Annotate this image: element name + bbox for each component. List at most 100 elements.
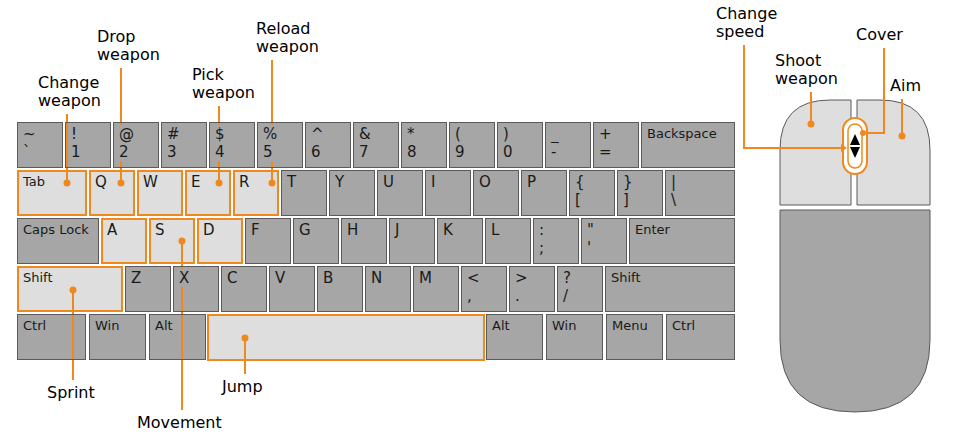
keyboard-key: &7: [353, 122, 399, 168]
callout-label: Aim: [890, 77, 921, 95]
key-fill: [17, 218, 99, 264]
key-fill: [89, 314, 146, 360]
keyboard-key: B: [317, 266, 363, 312]
keyboard-key: $4: [209, 122, 255, 168]
keyboard-key: U: [377, 170, 423, 216]
leader-dot: [179, 238, 186, 245]
key-fill: [473, 170, 519, 216]
keyboard-key: S: [149, 218, 195, 264]
space-bar: [208, 315, 484, 360]
key-legend: :: [538, 221, 545, 239]
key-fill: [137, 170, 183, 216]
key-legend: `: [22, 143, 32, 161]
key-fill: [629, 218, 735, 264]
key-fill: [581, 218, 627, 264]
keyboard-key: Q: [89, 170, 135, 216]
keyboard-key: V: [269, 266, 315, 312]
key-legend: 6: [310, 143, 322, 161]
key-fill: [257, 122, 303, 168]
key-fill: [329, 170, 375, 216]
keyboard-key: ^6: [305, 122, 351, 168]
keyboard-key: !1: [65, 122, 111, 168]
leader-arrowhead: [841, 144, 847, 152]
key-fill: [209, 122, 255, 168]
keyboard-key: :;: [533, 218, 579, 264]
leader-dot: [118, 180, 125, 187]
key-legend: 1: [70, 143, 82, 161]
key-legend: M: [418, 269, 433, 287]
key-legend: Ctrl: [22, 317, 47, 335]
key-legend: L: [490, 221, 500, 239]
key-legend: 0: [502, 143, 514, 161]
key-legend: .: [514, 287, 521, 305]
key-fill: [197, 218, 243, 264]
keyboard-key: Z: [125, 266, 171, 312]
key-fill: [401, 122, 447, 168]
keyboard-key: Ctrl: [666, 314, 735, 360]
key-legend: F: [250, 221, 261, 239]
key-legend: ,: [466, 287, 473, 305]
wheel-arrow-down: [850, 147, 860, 158]
callout-label: Shoot weapon: [775, 52, 850, 88]
keyboard-key: X: [173, 266, 219, 312]
keyboard-key: T: [281, 170, 327, 216]
key-legend: Alt: [491, 317, 511, 335]
key-legend: }: [622, 173, 634, 191]
mouse-wheel-inner: [848, 124, 862, 168]
key-legend: #: [166, 125, 181, 143]
key-legend: A: [106, 221, 118, 239]
key-fill: [485, 218, 531, 264]
keyboard-key: L: [485, 218, 531, 264]
key-legend: 2: [118, 143, 130, 161]
key-legend: X: [178, 269, 190, 287]
keyboard-key: (9: [449, 122, 495, 168]
key-fill: [317, 266, 363, 312]
key-fill: [641, 122, 735, 168]
keyboard-key: W: [137, 170, 183, 216]
leader-line: [72, 290, 74, 380]
leader-dot: [808, 121, 815, 128]
key-legend: G: [298, 221, 312, 239]
callout-label: Cover: [856, 26, 903, 44]
key-legend: (: [454, 125, 462, 143]
leader-line: [810, 92, 812, 124]
key-legend: 8: [406, 143, 418, 161]
key-legend: Menu: [611, 317, 649, 335]
leader-line: [66, 114, 68, 183]
keyboard-key: >.: [509, 266, 555, 312]
leader-dot: [269, 180, 276, 187]
key-legend: &: [358, 125, 372, 143]
key-legend: 7: [358, 143, 370, 161]
key-fill: [341, 218, 387, 264]
key-fill: [113, 122, 159, 168]
key-legend: !: [70, 125, 78, 143]
key-fill: [17, 314, 86, 360]
key-fill: [245, 218, 291, 264]
key-fill: [293, 218, 339, 264]
keyboard-key: Shift: [17, 266, 123, 312]
key-legend: J: [394, 221, 400, 239]
key-fill: [161, 122, 207, 168]
key-fill: [606, 314, 663, 360]
keyboard-key: C: [221, 266, 267, 312]
key-legend: @: [118, 125, 135, 143]
key-legend: /: [562, 287, 569, 305]
key-fill: [665, 170, 735, 216]
key-legend: N: [370, 269, 383, 287]
key-legend: {: [574, 173, 586, 191]
callout-label: Jump: [222, 378, 263, 396]
key-fill: [413, 266, 459, 312]
key-fill: [101, 218, 147, 264]
key-legend: <: [466, 269, 481, 287]
keyboard-key: Alt: [149, 314, 206, 360]
leader-dot: [899, 133, 906, 140]
key-fill: [353, 122, 399, 168]
keyboard-key: )0: [497, 122, 543, 168]
key-fill: [65, 122, 111, 168]
key-legend: Alt: [154, 317, 174, 335]
key-legend: C: [226, 269, 238, 287]
key-legend: Backspace: [646, 125, 718, 143]
key-fill: [17, 266, 123, 312]
keyboard-key: ~`: [17, 122, 63, 168]
callout-label: Reload weapon: [256, 20, 331, 56]
